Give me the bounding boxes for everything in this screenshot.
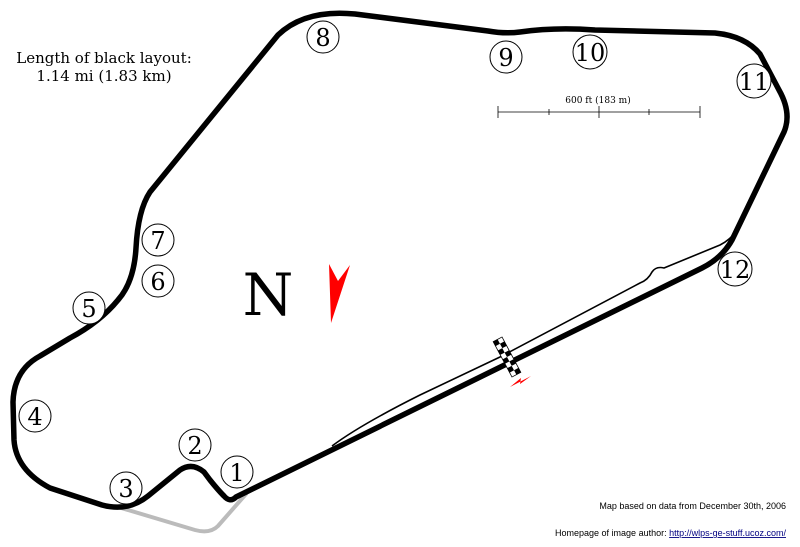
corner-11-label: 11 <box>739 68 770 96</box>
direction-arrow <box>510 376 531 387</box>
pit-lane-line <box>331 205 750 447</box>
layout-length-title: Length of black layout: <box>16 49 192 67</box>
corner-11-marker <box>736 63 772 99</box>
corner-5-label: 5 <box>81 295 96 323</box>
corner-10-marker <box>572 34 608 70</box>
corner-5-marker <box>72 291 106 325</box>
author-credit: Homepage of image author: http://wlps-ge… <box>555 528 786 538</box>
corner-9-marker <box>489 40 523 74</box>
corner-1-marker <box>220 455 254 489</box>
author-homepage-link[interactable]: http://wlps-ge-stuff.ucoz.com/ <box>669 528 786 538</box>
corner-markers <box>18 20 772 505</box>
author-credit-prefix: Homepage of image author: <box>555 528 667 538</box>
scale-bar <box>497 106 701 118</box>
start-finish-flag <box>492 336 522 378</box>
corner-3-label: 3 <box>118 475 133 503</box>
scale-label: 600 ft (183 m) <box>565 95 630 106</box>
corner-7-marker <box>141 223 175 257</box>
corner-4-marker <box>18 399 52 433</box>
corner-1-label: 1 <box>229 459 244 487</box>
corner-6-label: 6 <box>150 268 165 296</box>
layout-length-value: 1.14 mi (1.83 km) <box>36 67 171 85</box>
corner-10-label: 10 <box>575 39 606 67</box>
corner-2-label: 2 <box>187 432 202 460</box>
corner-9-label: 9 <box>498 44 513 72</box>
corner-12-marker <box>717 251 753 287</box>
main-track <box>10 10 790 510</box>
corner-8-label: 8 <box>315 24 330 52</box>
corner-labels: 1 2 3 4 5 6 7 8 9 10 11 12 <box>27 24 769 503</box>
corner-6-marker <box>141 264 175 298</box>
compass-letter: N <box>243 261 294 329</box>
corner-7-label: 7 <box>150 227 165 255</box>
map-source-credit: Map based on data from December 30th, 20… <box>599 501 786 511</box>
corner-2-marker <box>178 428 212 462</box>
alternate-track-section <box>116 492 248 534</box>
corner-8-marker <box>306 20 340 54</box>
corner-4-label: 4 <box>27 403 42 431</box>
north-arrow-icon <box>329 264 350 323</box>
corner-12-label: 12 <box>720 256 751 284</box>
corner-3-marker <box>109 471 143 505</box>
